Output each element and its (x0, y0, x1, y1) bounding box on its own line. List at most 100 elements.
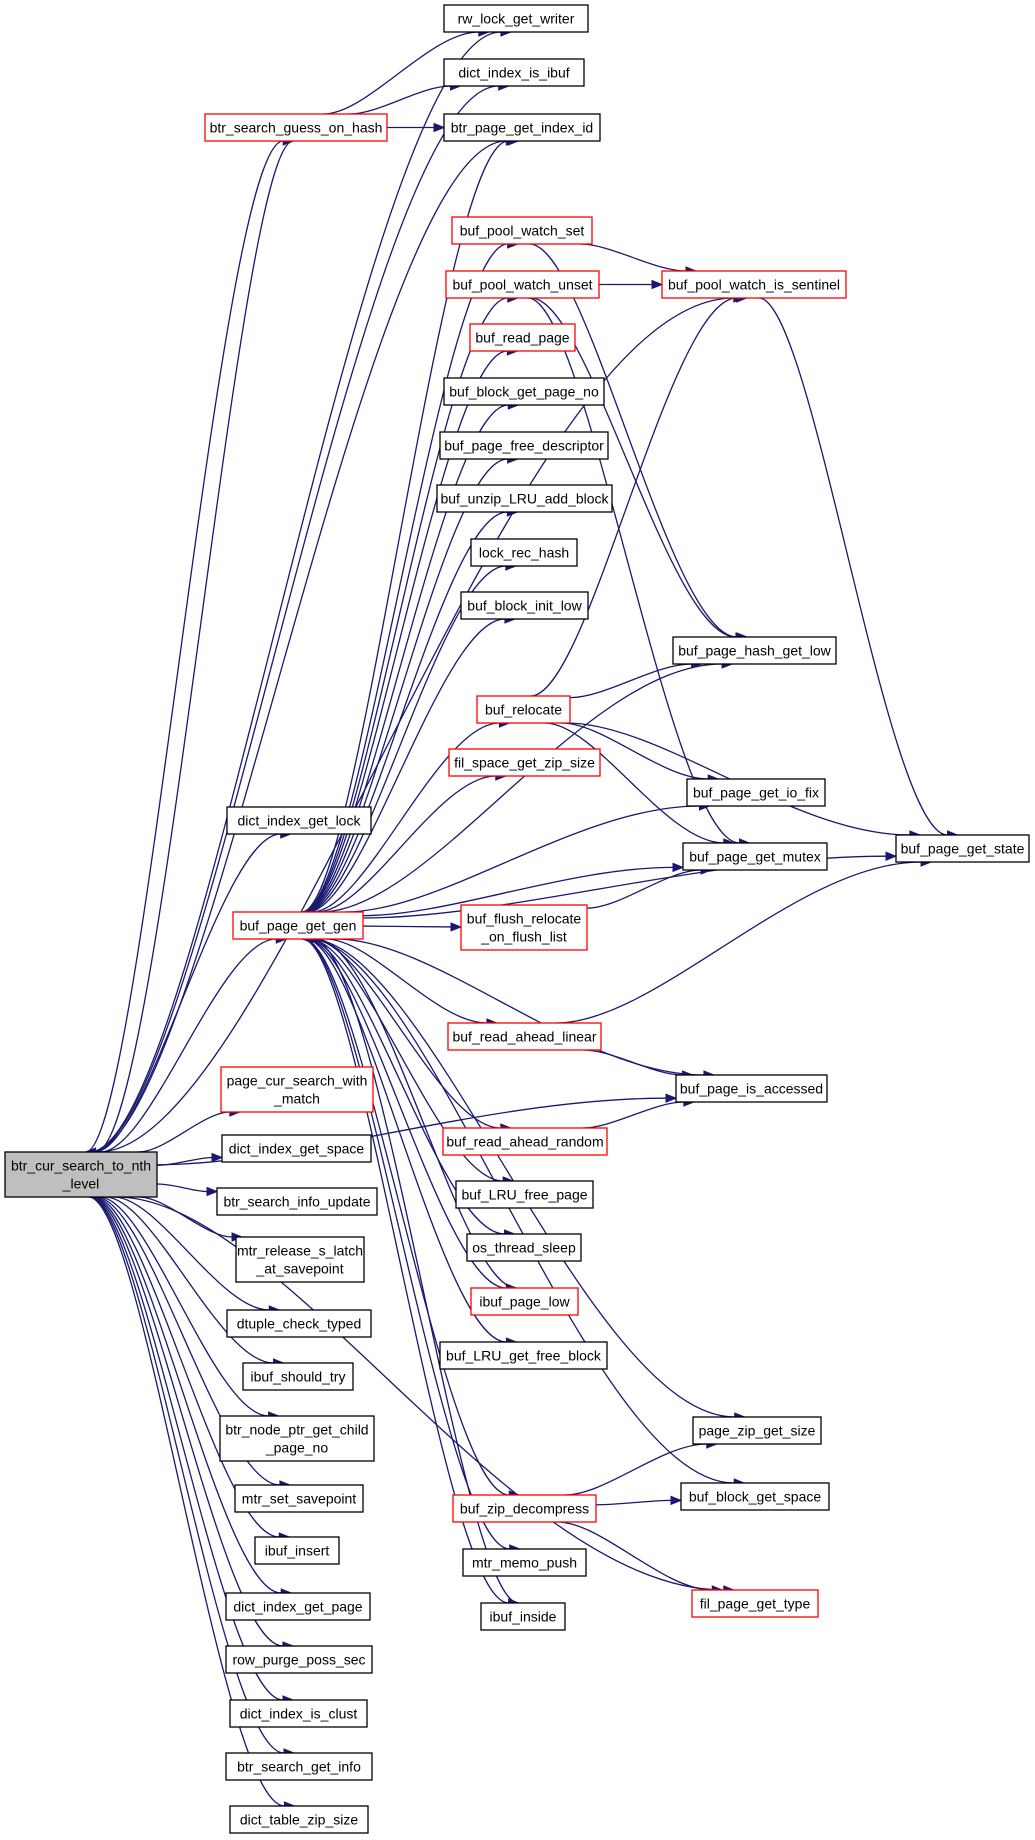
node-box[interactable] (229, 1699, 368, 1728)
node-ibuf-should-try[interactable]: ibuf_should_try (242, 1362, 354, 1391)
node-box[interactable] (439, 1341, 608, 1370)
node-lock-rec-hash[interactable]: lock_rec_hash (470, 538, 578, 567)
node-box[interactable] (466, 1233, 582, 1262)
node-box[interactable] (229, 1805, 369, 1834)
node-box[interactable] (219, 1415, 375, 1462)
node-buf-pool-watch-unset[interactable]: buf_pool_watch_unset (445, 270, 600, 299)
node-buf-block-get-space[interactable]: buf_block_get_space (680, 1482, 830, 1511)
node-row-purge-poss-sec[interactable]: row_purge_poss_sec (225, 1645, 373, 1674)
node-dtuple-check-typed[interactable]: dtuple_check_typed (226, 1309, 372, 1338)
node-box[interactable] (220, 1066, 374, 1113)
node-fil-space-get-zip-size[interactable]: fil_space_get_zip_size (448, 748, 601, 777)
node-rw-lock-get-writer[interactable]: rw_lock_get_writer (443, 4, 589, 33)
node-box[interactable] (443, 58, 585, 87)
node-box[interactable] (216, 1187, 378, 1216)
node-box[interactable] (470, 538, 578, 567)
node-buf-block-init-low[interactable]: buf_block_init_low (460, 591, 589, 620)
node-box[interactable] (225, 1645, 373, 1674)
node-box[interactable] (226, 1309, 372, 1338)
node-box[interactable] (234, 1484, 364, 1513)
node-buf-page-free-descriptor[interactable]: buf_page_free_descriptor (439, 431, 609, 460)
node-dict-table-zip-size[interactable]: dict_table_zip_size (229, 1805, 369, 1834)
node-box[interactable] (225, 1752, 373, 1781)
node-buf-flush-relocate-on-flush-list[interactable]: buf_flush_relocate_on_flush_list (460, 904, 588, 951)
node-box[interactable] (661, 270, 847, 299)
node-box[interactable] (460, 591, 589, 620)
node-btr-search-info-update[interactable]: btr_search_info_update (216, 1187, 378, 1216)
node-btr-search-get-info[interactable]: btr_search_get_info (225, 1752, 373, 1781)
node-box[interactable] (232, 911, 364, 940)
node-box[interactable] (204, 113, 388, 142)
node-os-thread-sleep[interactable]: os_thread_sleep (466, 1233, 582, 1262)
node-box[interactable] (451, 216, 593, 245)
node-box[interactable] (443, 4, 589, 33)
node-box[interactable] (4, 1151, 158, 1198)
node-buf-pool-watch-is-sentinel[interactable]: buf_pool_watch_is_sentinel (661, 270, 847, 299)
node-box[interactable] (462, 1548, 587, 1577)
node-buf-page-hash-get-low[interactable]: buf_page_hash_get_low (672, 636, 837, 665)
node-box[interactable] (686, 778, 826, 807)
node-buf-page-get-io-fix[interactable]: buf_page_get_io_fix (686, 778, 826, 807)
node-box[interactable] (675, 1074, 828, 1103)
node-buf-block-get-page-no[interactable]: buf_block_get_page_no (443, 377, 605, 406)
node-box[interactable] (470, 1287, 579, 1316)
node-buf-read-page[interactable]: buf_read_page (469, 323, 576, 352)
node-box[interactable] (895, 834, 1030, 863)
node-box[interactable] (455, 1180, 594, 1209)
node-ibuf-insert[interactable]: ibuf_insert (254, 1536, 340, 1565)
node-box[interactable] (442, 1127, 608, 1156)
node-buf-unzip-lru-add-block[interactable]: buf_unzip_LRU_add_block (436, 484, 613, 513)
node-box[interactable] (692, 1416, 822, 1445)
node-box[interactable] (221, 1134, 372, 1163)
node-ibuf-page-low[interactable]: ibuf_page_low (470, 1287, 579, 1316)
node-box[interactable] (443, 113, 601, 142)
node-box[interactable] (443, 377, 605, 406)
node-box[interactable] (225, 1592, 371, 1621)
node-mtr-set-savepoint[interactable]: mtr_set_savepoint (234, 1484, 364, 1513)
node-btr-search-guess-on-hash[interactable]: btr_search_guess_on_hash (204, 113, 388, 142)
node-box[interactable] (226, 806, 372, 835)
node-fil-page-get-type[interactable]: fil_page_get_type (691, 1589, 819, 1618)
node-box[interactable] (460, 904, 588, 951)
node-root[interactable]: btr_cur_search_to_nth_level (4, 1151, 158, 1198)
node-buf-read-ahead-random[interactable]: buf_read_ahead_random (442, 1127, 608, 1156)
node-buf-page-is-accessed[interactable]: buf_page_is_accessed (675, 1074, 828, 1103)
node-box[interactable] (445, 270, 600, 299)
node-mtr-release-s-latch-at-savepoint[interactable]: mtr_release_s_latch_at_savepoint (235, 1236, 365, 1283)
node-box[interactable] (235, 1236, 365, 1283)
node-dict-index-is-ibuf[interactable]: dict_index_is_ibuf (443, 58, 585, 87)
node-buf-pool-watch-set[interactable]: buf_pool_watch_set (451, 216, 593, 245)
node-dict-index-get-page[interactable]: dict_index_get_page (225, 1592, 371, 1621)
node-box[interactable] (448, 748, 601, 777)
node-page-cur-search-with-match[interactable]: page_cur_search_with_match (220, 1066, 374, 1113)
node-ibuf-inside[interactable]: ibuf_inside (480, 1602, 566, 1631)
node-buf-page-get-state[interactable]: buf_page_get_state (895, 834, 1030, 863)
node-buf-lru-get-free-block[interactable]: buf_LRU_get_free_block (439, 1341, 608, 1370)
node-dict-index-get-lock[interactable]: dict_index_get_lock (226, 806, 372, 835)
node-buf-relocate[interactable]: buf_relocate (476, 695, 571, 724)
node-buf-zip-decompress[interactable]: buf_zip_decompress (452, 1494, 597, 1523)
node-mtr-memo-push[interactable]: mtr_memo_push (462, 1548, 587, 1577)
node-box[interactable] (680, 1482, 830, 1511)
node-box[interactable] (476, 695, 571, 724)
node-box[interactable] (242, 1362, 354, 1391)
node-btr-page-get-index-id[interactable]: btr_page_get_index_id (443, 113, 601, 142)
node-box[interactable] (439, 431, 609, 460)
node-box[interactable] (452, 1494, 597, 1523)
node-box[interactable] (480, 1602, 566, 1631)
node-box[interactable] (682, 842, 828, 871)
node-box[interactable] (672, 636, 837, 665)
node-box[interactable] (469, 323, 576, 352)
node-box[interactable] (254, 1536, 340, 1565)
node-box[interactable] (436, 484, 613, 513)
node-page-zip-get-size[interactable]: page_zip_get_size (692, 1416, 822, 1445)
node-buf-page-get-mutex[interactable]: buf_page_get_mutex (682, 842, 828, 871)
node-buf-page-get-gen[interactable]: buf_page_get_gen (232, 911, 364, 940)
node-dict-index-is-clust[interactable]: dict_index_is_clust (229, 1699, 368, 1728)
node-box[interactable] (447, 1022, 602, 1051)
node-buf-lru-free-page[interactable]: buf_LRU_free_page (455, 1180, 594, 1209)
node-dict-index-get-space[interactable]: dict_index_get_space (221, 1134, 372, 1163)
node-box[interactable] (691, 1589, 819, 1618)
node-buf-read-ahead-linear[interactable]: buf_read_ahead_linear (447, 1022, 602, 1051)
node-btr-node-ptr-get-child-page-no[interactable]: btr_node_ptr_get_child_page_no (219, 1415, 375, 1462)
